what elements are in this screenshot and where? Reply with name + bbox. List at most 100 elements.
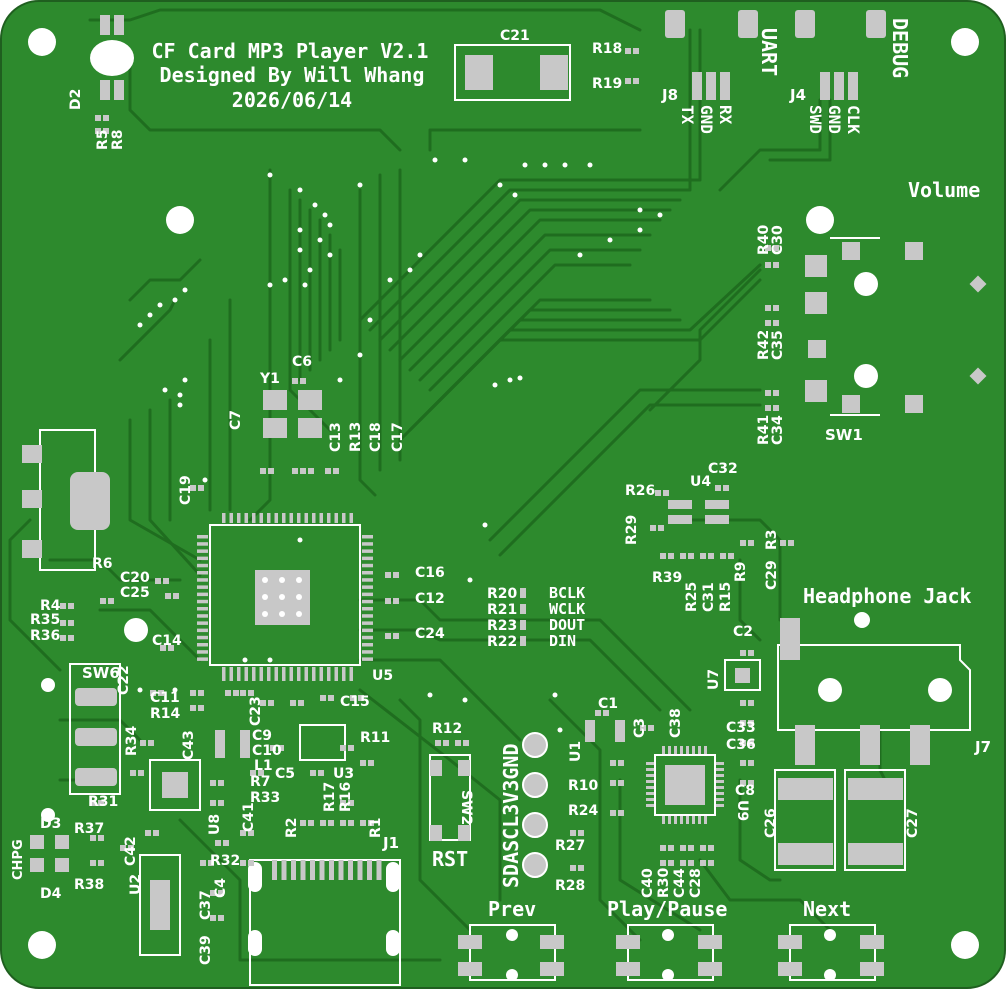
- refdes-label: C7: [228, 410, 244, 430]
- refdes-label: R36: [30, 628, 60, 644]
- refdes-label: U9: [734, 800, 750, 821]
- ic-u8: [149, 759, 201, 811]
- refdes-label: C20: [120, 570, 150, 586]
- label-headphone: Headphone Jack: [803, 584, 972, 608]
- ic-u2: [139, 854, 181, 956]
- refdes-label: R28: [555, 878, 585, 894]
- vias: [137, 157, 663, 733]
- refdes-label: R34: [124, 725, 140, 756]
- debug-title: DEBUG: [888, 18, 912, 78]
- refdes-label: R3: [764, 529, 780, 550]
- refdes-label: R29: [624, 515, 640, 545]
- refdes-label: U3: [333, 766, 354, 782]
- label-volume: Volume: [908, 178, 980, 202]
- label-sw1: SW1: [825, 426, 863, 444]
- mounting-hole: [28, 28, 56, 56]
- label-play: Play/Pause: [607, 897, 727, 921]
- title-line-1: CF Card MP3 Player V2.1: [152, 39, 429, 63]
- uart-connector: [665, 10, 758, 100]
- debug-ref: J4: [789, 86, 806, 104]
- test-points: [522, 732, 548, 878]
- refdes-label: R25: [684, 582, 700, 612]
- label-j7: J7: [974, 738, 991, 756]
- mounting-hole: [854, 272, 878, 296]
- mounting-hole: [928, 678, 952, 702]
- debug-pin-swd: SWD: [806, 105, 825, 134]
- mounting-hole: [951, 28, 979, 56]
- i2s-pad: [520, 588, 526, 598]
- led-d2: [90, 15, 134, 100]
- refdes-label: C42: [123, 836, 139, 866]
- refdes-label: D3: [40, 816, 61, 832]
- label-rst: RST: [432, 847, 468, 871]
- refdes-label: R31: [88, 794, 118, 810]
- refdes-label: R5: [95, 129, 111, 150]
- mounting-hole: [806, 206, 834, 234]
- refdes-label: D4: [40, 886, 62, 902]
- mounting-hole: [166, 206, 194, 234]
- refdes-label: C19: [178, 475, 194, 505]
- i2s-pad: [520, 636, 526, 646]
- refdes-label: U8: [207, 814, 223, 835]
- mounting-holes: [28, 28, 979, 981]
- refdes-label: C34: [770, 415, 786, 445]
- refdes-label: C27: [905, 808, 921, 838]
- refdes-label: R30: [656, 867, 672, 898]
- label-prev: Prev: [488, 897, 536, 921]
- refdes-label: C13: [328, 422, 344, 452]
- refdes-label: C10: [252, 743, 282, 759]
- cap-c26: [774, 769, 836, 871]
- refdes-label: R2: [284, 817, 300, 838]
- crystal-y1: [263, 390, 322, 438]
- refdes-label: C3: [632, 718, 648, 738]
- mounting-hole: [506, 929, 518, 941]
- refdes-label: R8: [110, 129, 126, 150]
- refdes-label: U5: [372, 668, 393, 684]
- refdes-label: L1: [254, 758, 273, 774]
- refdes-label: U4: [690, 474, 711, 490]
- refdes-label: U7: [706, 669, 722, 690]
- ic-u7: [724, 659, 761, 691]
- debug-pin-gnd: GND: [825, 105, 844, 134]
- refdes-label: C26: [763, 808, 779, 838]
- refdes-label: R11: [360, 730, 390, 746]
- refdes-label: R17: [322, 782, 338, 812]
- refdes-label: R41: [756, 415, 772, 445]
- refdes-label: R32: [210, 853, 240, 869]
- refdes-label: U2: [128, 874, 144, 895]
- passive-components: [60, 48, 794, 921]
- refdes-label: R35: [30, 612, 60, 628]
- mounting-hole: [662, 929, 674, 941]
- i2s-pad: [520, 620, 526, 630]
- refdes-label: R9: [733, 561, 749, 582]
- refdes-label: C36: [726, 737, 756, 753]
- refdes-label: D2: [68, 89, 84, 110]
- refdes-label: R14: [150, 706, 181, 722]
- refdes-label: C16: [415, 565, 445, 581]
- refdes-label: R40: [756, 224, 772, 255]
- i2s-ref-label: R21: [487, 602, 517, 618]
- refdes-label: C22: [116, 665, 132, 695]
- mounting-hole: [28, 931, 56, 959]
- refdes-label: R24: [568, 803, 599, 819]
- mounting-hole: [124, 618, 148, 642]
- refdes-label: C29: [764, 560, 780, 590]
- i2s-ref-label: R22: [487, 634, 517, 650]
- mounting-hole: [662, 969, 674, 981]
- title-line-2: Designed By Will Whang: [160, 63, 425, 87]
- i2s-ref-label: R20: [487, 586, 518, 602]
- title-line-3: 2026/06/14: [232, 88, 352, 112]
- label-sw6: SW6: [82, 664, 120, 682]
- button-play-pause: [616, 924, 722, 981]
- mounting-hole: [854, 364, 878, 388]
- button-next: [778, 924, 884, 981]
- uart-title: UART: [757, 28, 781, 76]
- ic-u1: [585, 720, 625, 742]
- headphone-jack-j7: [777, 618, 971, 765]
- debug-connector: [795, 10, 886, 100]
- trace-layer: [8, 8, 892, 962]
- refdes-label: R38: [74, 877, 104, 893]
- refdes-label: R7: [250, 774, 271, 790]
- mounting-hole: [506, 969, 518, 981]
